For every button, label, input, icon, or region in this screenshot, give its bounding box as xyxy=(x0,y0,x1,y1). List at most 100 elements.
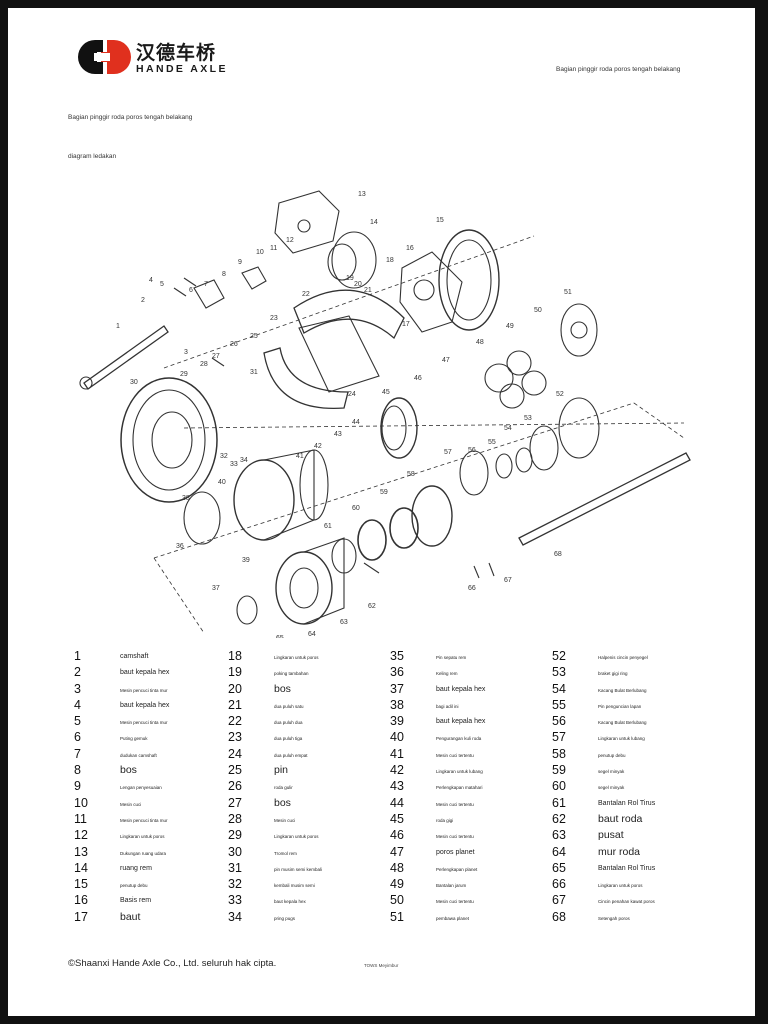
svg-text:68: 68 xyxy=(554,551,562,558)
part-label: dudukan camshaft xyxy=(120,752,157,758)
svg-text:38: 38 xyxy=(182,495,190,502)
part-number: 33 xyxy=(228,893,242,908)
svg-text:32: 32 xyxy=(220,453,228,460)
part-number: 10 xyxy=(74,795,88,810)
svg-text:58: 58 xyxy=(407,471,415,478)
svg-text:60: 60 xyxy=(352,505,360,512)
part-label: pin xyxy=(274,764,289,777)
part-label: penutup debu xyxy=(120,883,148,889)
part-row: 7 dudukan camshaft xyxy=(68,747,228,763)
svg-text:37: 37 xyxy=(212,585,220,592)
svg-text:67: 67 xyxy=(504,577,512,584)
svg-text:11: 11 xyxy=(270,245,277,252)
part-label: pusat xyxy=(598,829,624,842)
part-label: segel minyak xyxy=(598,785,625,791)
svg-text:3: 3 xyxy=(184,349,188,356)
part-label: Bantalan Rol Tirus xyxy=(598,799,656,807)
diagram-label: diagram ledakan xyxy=(68,153,117,160)
part-number: 16 xyxy=(74,893,88,908)
svg-text:10: 10 xyxy=(256,249,264,256)
part-label: pin musim semi kembali xyxy=(274,866,323,872)
svg-text:44: 44 xyxy=(352,419,360,426)
part-label: dua puluh tiga xyxy=(274,736,303,742)
part-label: Kacang Bulat Berlubang xyxy=(598,687,647,693)
svg-text:50: 50 xyxy=(534,307,542,314)
part-label: poking tambahan xyxy=(274,671,309,677)
hande-logo-icon xyxy=(78,40,131,74)
svg-text:48: 48 xyxy=(476,339,484,346)
part-label: Bantalan Rol Tirus xyxy=(598,864,656,872)
part-row: 51 pembawa planet xyxy=(384,910,544,926)
part-number: 40 xyxy=(390,730,404,745)
svg-text:45: 45 xyxy=(382,389,390,396)
part-label: baut roda xyxy=(598,812,643,825)
part-number: 56 xyxy=(552,714,566,729)
part-number: 8 xyxy=(74,763,81,778)
svg-text:43: 43 xyxy=(334,431,342,438)
part-number: 27 xyxy=(228,795,242,810)
svg-text:55: 55 xyxy=(488,439,496,446)
part-number: 1 xyxy=(74,649,81,663)
part-row: 65 Bantalan Rol Tirus xyxy=(546,861,706,877)
part-number: 65 xyxy=(552,860,566,875)
svg-text:4: 4 xyxy=(149,277,153,284)
part-row: 61 Bantalan Rol Tirus xyxy=(546,796,706,812)
part-label: Lingkaran untuk lubang xyxy=(436,769,483,775)
part-label: Dukungan ruang udara xyxy=(120,850,167,856)
svg-text:1: 1 xyxy=(116,323,120,330)
svg-text:63: 63 xyxy=(340,619,348,626)
document-page: 汉德车桥 HANDE AXLE Bagian pinggir roda poro… xyxy=(8,8,755,1016)
svg-text:51: 51 xyxy=(564,289,572,296)
part-number: 51 xyxy=(390,909,404,924)
part-number: 13 xyxy=(74,844,88,859)
svg-text:29: 29 xyxy=(180,371,188,378)
part-label: pembawa planet xyxy=(436,915,470,921)
part-number: 7 xyxy=(74,746,81,761)
part-number: 61 xyxy=(552,795,566,810)
svg-text:59: 59 xyxy=(380,489,388,496)
part-number: 46 xyxy=(390,828,404,843)
part-label: pring pugs xyxy=(274,915,296,921)
svg-text:16: 16 xyxy=(406,245,414,252)
part-number: 24 xyxy=(228,746,242,761)
part-label: Mesin pencuci tinta mur xyxy=(120,817,168,823)
svg-text:33: 33 xyxy=(230,461,238,468)
part-number: 59 xyxy=(552,763,566,778)
part-number: 5 xyxy=(74,714,81,729)
svg-text:31: 31 xyxy=(250,369,258,376)
part-number: 4 xyxy=(74,697,81,712)
part-number: 11 xyxy=(74,811,87,826)
part-number: 14 xyxy=(74,860,88,875)
part-number: 34 xyxy=(228,909,242,924)
part-label: roda gulir xyxy=(274,785,293,791)
svg-text:12: 12 xyxy=(286,237,294,244)
part-label: braket gigi ring xyxy=(598,671,628,677)
